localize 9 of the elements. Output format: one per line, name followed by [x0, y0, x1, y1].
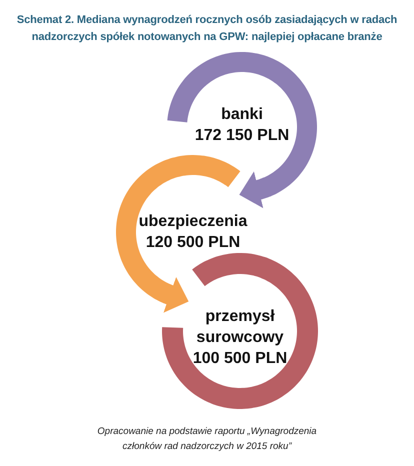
salary-value: 120 500 PLN [146, 233, 240, 253]
salary-value: 100 500 PLN [192, 348, 288, 368]
industry-name: ubezpieczenia [138, 212, 248, 232]
caption: Opracowanie na podstawie raportu „Wynagrodzenia członków rad nadzorczych w 2015 roku” [96, 425, 318, 454]
industry-name: banki [221, 105, 263, 125]
industry-name: przemysł surowcowy [195, 306, 285, 348]
title: Schemat 2. Mediana wynagrodzeń rocznych osób zasiadających w radach nadzorczych spółek notowanych na GPW: najlepiej opłacane branże [16, 13, 398, 45]
ring-arc [162, 253, 318, 409]
salary-value: 172 150 PLN [194, 126, 290, 146]
